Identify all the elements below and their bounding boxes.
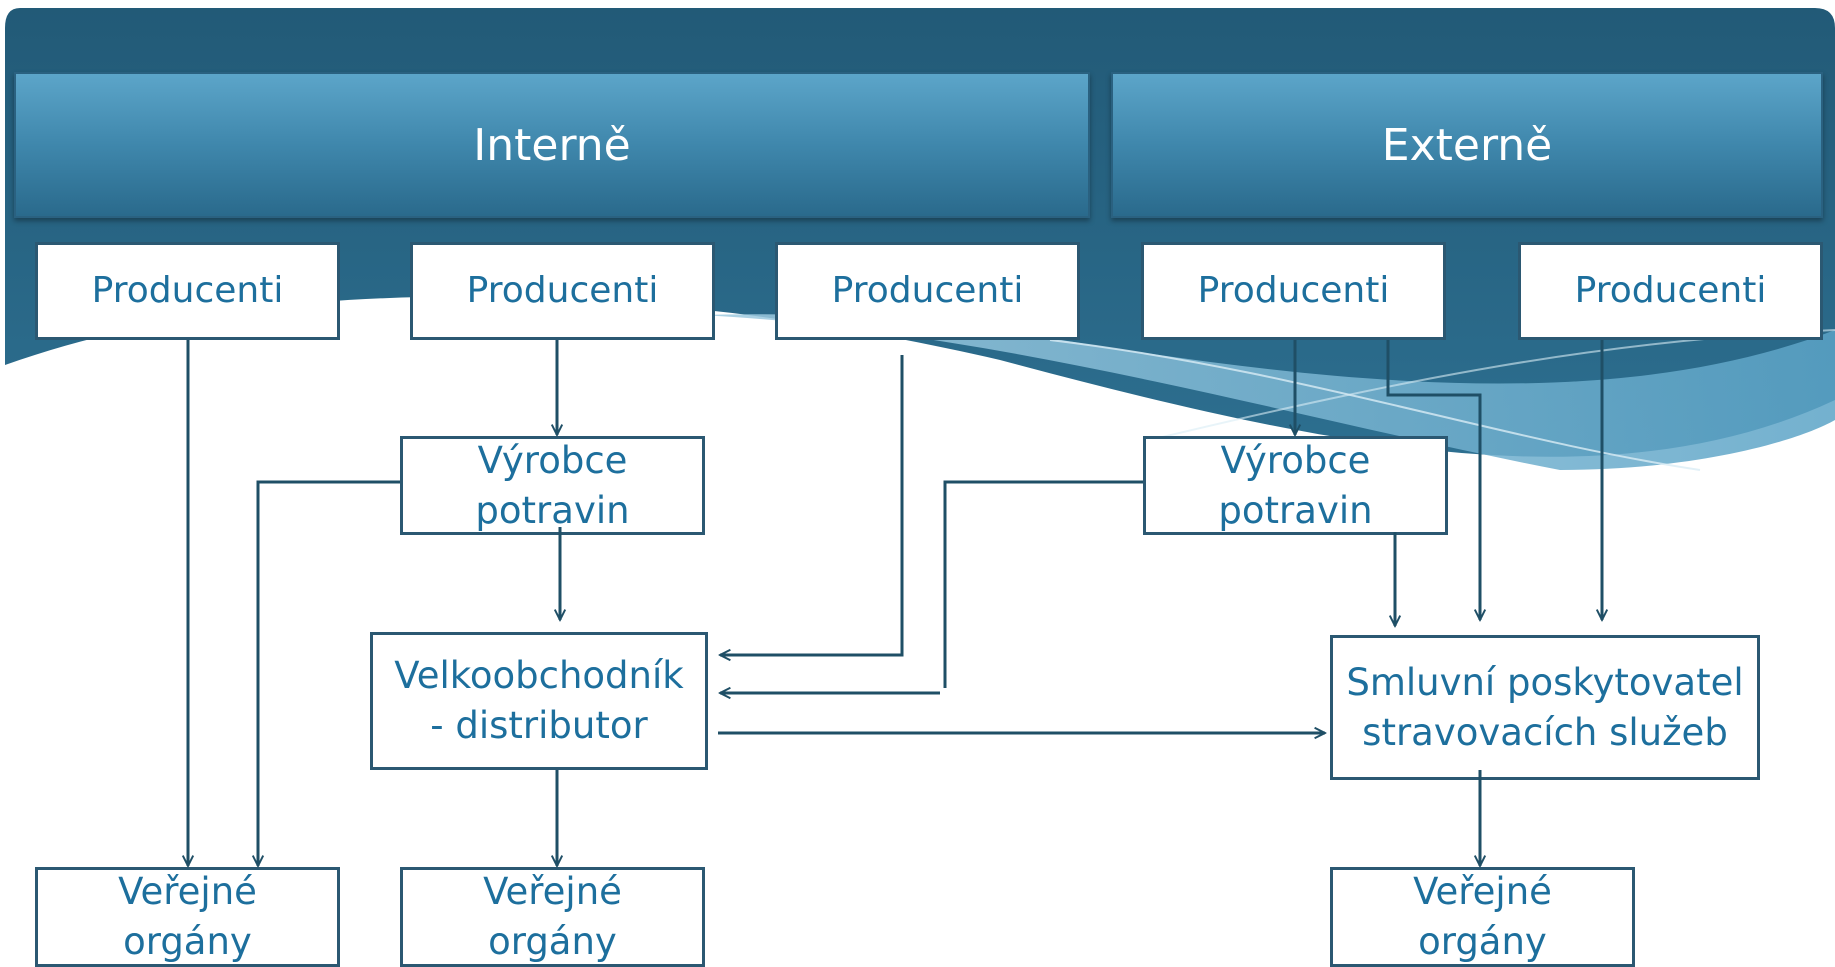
header-internal: Interně (14, 72, 1090, 218)
food-manufacturer-label: Výrobce potravin (1218, 438, 1373, 532)
producer-label: Producenti (91, 270, 284, 311)
producer-label: Producenti (466, 270, 659, 311)
producer-label: Producenti (1197, 270, 1390, 311)
producer-box-5: Producenti (1518, 242, 1823, 340)
producer-box-1: Producenti (35, 242, 340, 340)
producer-box-2: Producenti (410, 242, 715, 340)
public-bodies-box-1: Veřejné orgány (35, 867, 340, 967)
public-bodies-box-2: Veřejné orgány (400, 867, 705, 967)
header-external-label: Externě (1381, 119, 1553, 171)
producer-box-4: Producenti (1141, 242, 1446, 340)
public-bodies-label: Veřejné orgány (483, 870, 622, 963)
food-manufacturer-internal-box: Výrobce potravin (400, 436, 705, 535)
wave-band (700, 314, 1835, 470)
header-internal-label: Interně (473, 119, 631, 171)
producer-label: Producenti (1574, 270, 1767, 311)
wholesaler-label: Velkoobchodník - distributor (394, 654, 684, 747)
public-bodies-label: Veřejné orgány (118, 870, 257, 963)
catering-contractor-label: Smluvní poskytovatel stravovacích služeb (1346, 660, 1744, 754)
arrow-producer4-to-catering (1386, 340, 1480, 620)
public-bodies-label: Veřejné orgány (1413, 870, 1552, 963)
public-bodies-box-3: Veřejné orgány (1330, 867, 1635, 967)
arrow-extmanufacturer-to-wholesaler (943, 480, 1143, 688)
arrow-manufacturer-to-public1 (258, 480, 400, 866)
producer-box-3: Producenti (775, 242, 1080, 340)
wholesaler-box: Velkoobchodník - distributor (370, 632, 708, 770)
producer-label: Producenti (831, 270, 1024, 311)
food-manufacturer-external-box: Výrobce potravin (1143, 436, 1448, 535)
header-external: Externě (1111, 72, 1823, 218)
catering-contractor-box: Smluvní poskytovatel stravovacích služeb (1330, 635, 1760, 780)
food-manufacturer-label: Výrobce potravin (475, 438, 630, 532)
wave-highlight (1049, 339, 1701, 471)
arrow-producer3-to-wholesaler (720, 355, 904, 655)
